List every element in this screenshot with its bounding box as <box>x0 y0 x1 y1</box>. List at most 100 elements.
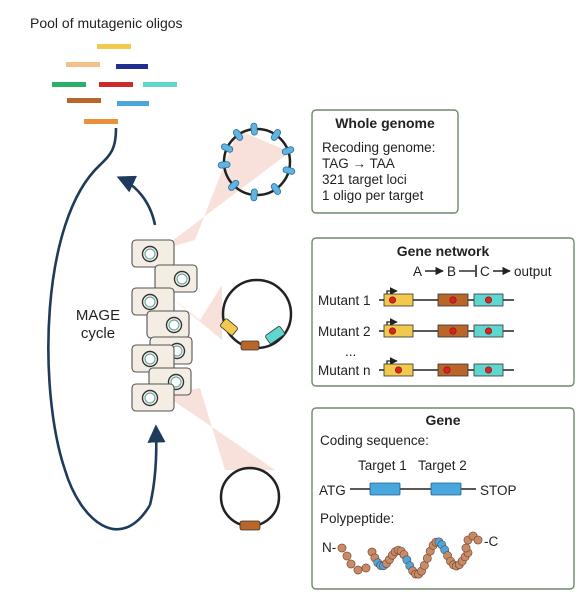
oligo <box>117 101 149 106</box>
beam-gene <box>165 388 275 470</box>
cell <box>146 310 190 339</box>
cell <box>131 287 175 316</box>
mutant-2-label: Mutant 2 <box>318 324 371 339</box>
target-site <box>232 129 244 141</box>
gene-network-title: Gene network <box>397 243 490 259</box>
cycle-label-line1: MAGE <box>76 307 120 324</box>
plasmid-cyan-gene <box>265 326 285 344</box>
nucleoid-inner <box>144 296 156 308</box>
whole-genome-line2: TAG → TAA <box>322 156 395 171</box>
cycle-label-line2: cycle <box>81 325 115 342</box>
coding-sequence-label: Coding sequence: <box>320 433 429 448</box>
nucleoid-inner <box>176 273 188 285</box>
mutant-construct <box>379 357 514 377</box>
network-node-c: C <box>480 264 490 279</box>
oligo <box>116 64 148 69</box>
mutation-dot <box>484 366 492 374</box>
network-node-a: A <box>413 264 422 279</box>
nucleoid-inner <box>144 353 156 365</box>
cell <box>154 264 198 293</box>
mutant-constructs <box>379 287 514 377</box>
oligo <box>67 98 101 103</box>
polypeptide-chain <box>337 531 483 579</box>
nucleoid-inner <box>170 376 182 388</box>
construct-gene <box>383 293 414 307</box>
start-codon-label: ATG <box>319 483 346 498</box>
network-output: output <box>514 264 552 279</box>
cell <box>131 344 175 373</box>
polypeptide-label: Polypeptide: <box>320 511 394 526</box>
mutation-dot <box>443 366 451 374</box>
nucleoid-inner <box>144 248 156 260</box>
mutation-dot <box>484 296 492 304</box>
construct-gene <box>383 324 414 338</box>
cycle-arrow-bottom <box>147 424 166 506</box>
oligo <box>97 44 131 49</box>
target-1-segment <box>369 482 401 496</box>
mutation-dot <box>388 327 396 335</box>
whole-genome-line4: 1 oligo per target <box>322 188 424 203</box>
plasmid-brown-gene <box>240 340 260 351</box>
target-site <box>282 166 296 175</box>
cell <box>131 383 175 412</box>
whole-genome-line3: 321 target loci <box>322 172 407 187</box>
mutant-construct <box>379 318 514 338</box>
target-site <box>281 146 295 156</box>
mutation-dot <box>449 296 457 304</box>
target-site <box>217 161 231 169</box>
target-site <box>270 129 282 141</box>
target-site <box>220 143 234 153</box>
whole-genome-title: Whole genome <box>335 115 435 131</box>
gene-box <box>311 407 575 590</box>
beam-genome <box>160 130 290 250</box>
cycle-arrow-top <box>116 175 157 226</box>
beam-network <box>162 285 222 340</box>
construct-gene <box>437 363 469 377</box>
target-1-label: Target 1 <box>358 458 407 473</box>
amino-acid <box>342 551 352 561</box>
gene-title: Gene <box>425 412 460 428</box>
plasmid-circle <box>221 278 293 350</box>
amino-acid <box>361 563 371 573</box>
oligo <box>99 82 133 87</box>
mutant-construct <box>379 287 514 307</box>
c-terminus-label: -C <box>484 534 498 549</box>
target-2-label: Target 2 <box>418 458 467 473</box>
amino-acid <box>346 559 356 569</box>
oligo <box>143 82 177 87</box>
genome-target-sites <box>217 122 296 202</box>
mutation-dot <box>388 296 396 304</box>
oligo-pool <box>52 44 177 124</box>
nucleoid-inner <box>168 319 180 331</box>
network-node-b: B <box>447 264 456 279</box>
whole-genome-line1: Recoding genome: <box>322 140 435 155</box>
target-2-segment <box>430 482 462 496</box>
gene-plasmid-insert <box>239 520 261 531</box>
nucleoid-inner <box>144 392 156 404</box>
oligo <box>66 62 100 67</box>
amino-acid <box>337 543 347 553</box>
cycle-loop-line <box>47 127 152 531</box>
n-terminus-label: N- <box>322 540 336 555</box>
plasmid-yellow-gene <box>220 318 238 336</box>
target-site <box>270 183 282 195</box>
mutant-n-label: Mutant n <box>318 363 371 378</box>
cell-stack <box>131 239 198 412</box>
target-site <box>228 179 240 191</box>
mutation-dot <box>449 327 457 335</box>
amino-acid <box>473 535 483 545</box>
stop-codon-label: STOP <box>480 483 517 498</box>
mutation-dot <box>484 327 492 335</box>
oligo <box>52 82 86 87</box>
amino-acid <box>353 565 363 575</box>
mutant-ellipsis: ... <box>345 344 356 359</box>
mutation-dot <box>394 366 402 374</box>
whole-genome-box <box>311 109 459 214</box>
oligo <box>84 119 118 124</box>
target-site <box>250 188 258 202</box>
pool-title: Pool of mutagenic oligos <box>30 15 183 31</box>
amino-acid <box>461 543 471 553</box>
gene-plasmid-circle <box>219 466 281 528</box>
